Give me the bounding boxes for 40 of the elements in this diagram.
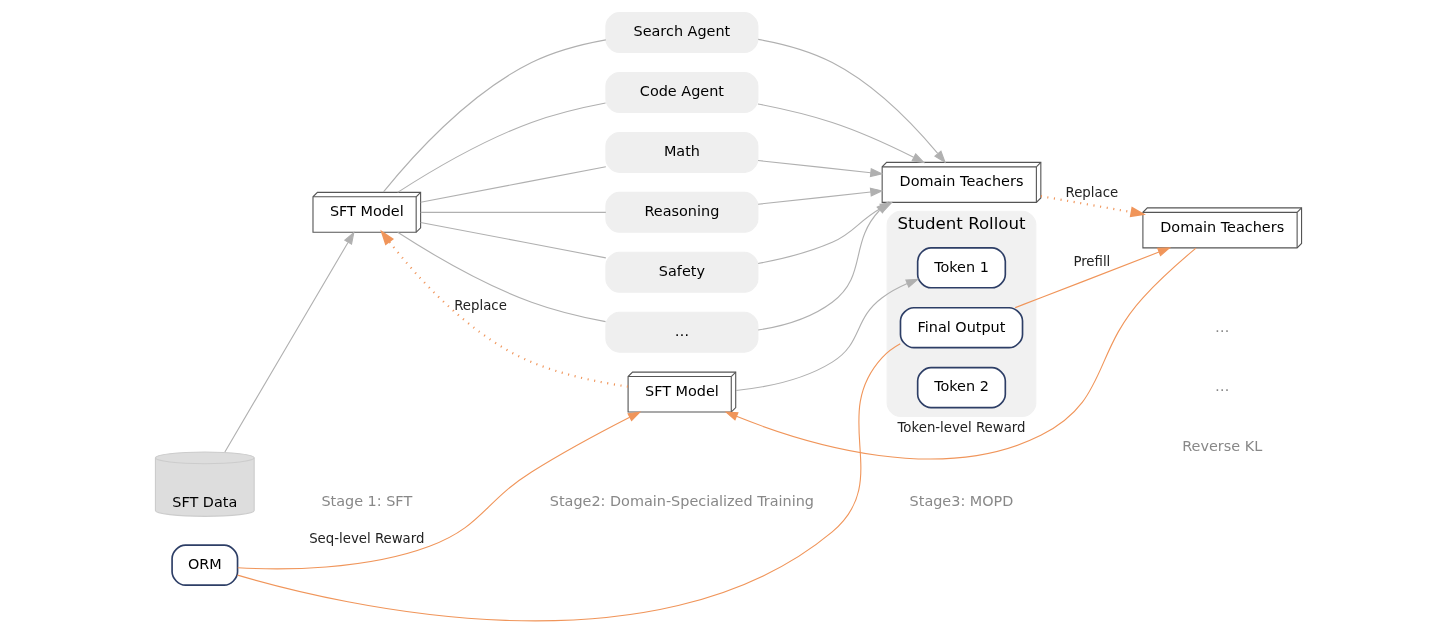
- connector: [396, 231, 606, 323]
- label: …: [1214, 378, 1229, 395]
- label: Stage 1: SFT: [320, 492, 412, 509]
- label: Reverse KL: [1181, 438, 1262, 455]
- arrow: [757, 38, 946, 164]
- edge-label: Replace: [1065, 185, 1118, 201]
- edge-label: Prefill: [1072, 254, 1110, 270]
- arrow: [757, 201, 889, 331]
- label: Stage2: Domain-Specialized Training: [549, 492, 814, 509]
- node-box: Final Output: [899, 306, 1023, 349]
- arrow: [756, 103, 925, 164]
- connector: [396, 102, 606, 193]
- node-box: Search Agent: [604, 12, 758, 54]
- connector: [382, 39, 606, 193]
- arrow: [236, 411, 641, 570]
- node-box: Token 1: [916, 247, 1006, 289]
- node-box: Token 2: [916, 366, 1006, 409]
- arrow: [757, 187, 884, 205]
- edge-label: Token-level Reward: [897, 419, 1025, 435]
- arrow: [379, 229, 628, 388]
- arrow: [735, 278, 919, 391]
- node-box: …: [604, 311, 758, 353]
- node-box: Reasoning: [604, 191, 758, 233]
- arrow: [757, 159, 884, 178]
- label: …: [1214, 318, 1229, 335]
- node-box: ORM: [170, 544, 238, 586]
- arrow: [1040, 195, 1146, 218]
- connector: [419, 166, 606, 203]
- arrow: [223, 231, 355, 453]
- edge-label: Replace: [453, 297, 507, 313]
- label: Stage3: MOPD: [909, 492, 1013, 509]
- node-box: Code Agent: [604, 72, 758, 114]
- arrow: [724, 247, 1197, 460]
- arrow: [1014, 247, 1171, 309]
- connector: [419, 221, 606, 259]
- connector: [419, 211, 606, 213]
- connector: [236, 343, 901, 621]
- node-box: Safety: [604, 251, 758, 293]
- edge-label: Seq-level Reward: [308, 530, 424, 546]
- node-box: Math: [604, 131, 758, 173]
